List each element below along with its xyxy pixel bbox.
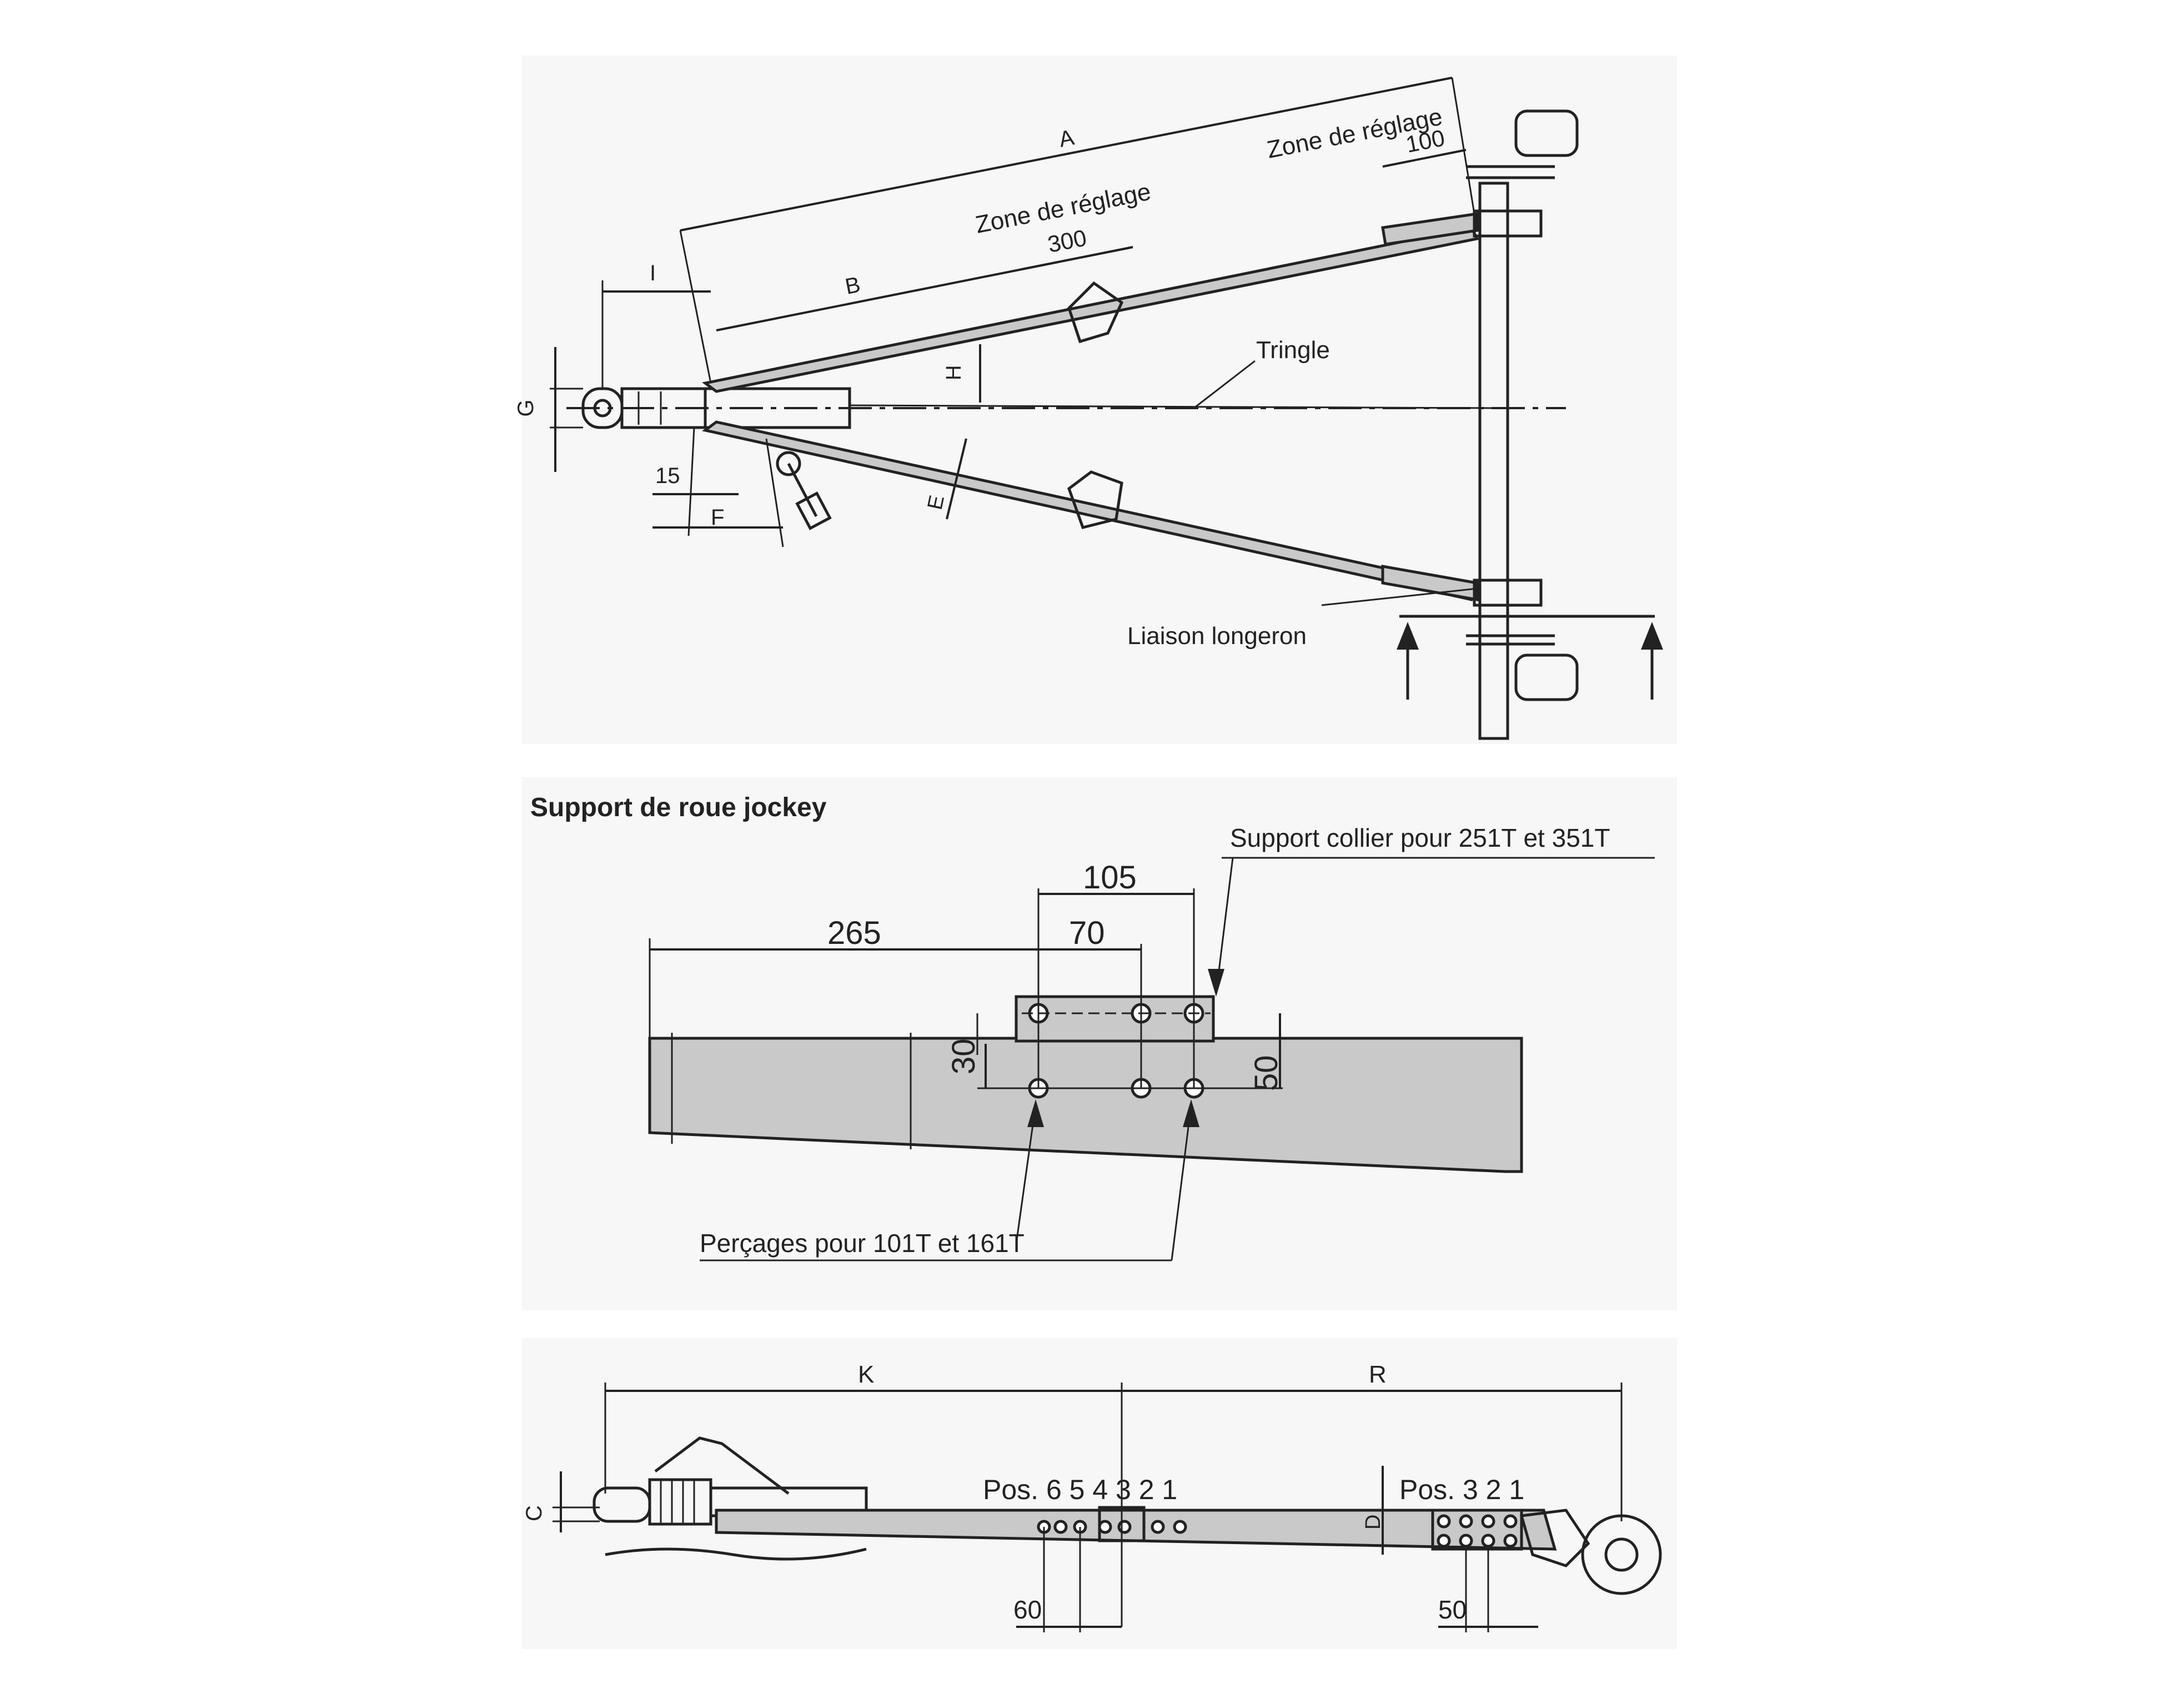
top-view: A B Zone de réglage 300 Zone de réglage … (514, 77, 1663, 740)
axle-bracket-lower (1473, 579, 1543, 607)
upper-connector-plate (1381, 212, 1479, 246)
coupling-assembly (593, 1436, 868, 1561)
label-f: F (711, 505, 724, 530)
wheel-hub-lower (1466, 634, 1579, 701)
pos-rear-label: Pos. 3 2 1 (1399, 1474, 1524, 1505)
label-k: K (858, 1361, 874, 1388)
label-i: I (650, 261, 656, 285)
label-c: C (522, 1505, 546, 1521)
percages-label: Perçages pour 101T et 161T (700, 1229, 1025, 1258)
jockey-support: Support de roue jockey 105 265 70 30 (530, 793, 1655, 1261)
label-30: 30 (946, 1038, 982, 1074)
label-70: 70 (1069, 915, 1105, 951)
dim-line-e (946, 438, 967, 520)
pos-front-label: Pos. 6 5 4 3 2 1 (983, 1474, 1177, 1505)
side-view: K R C D Pos. 6 5 4 3 2 1 Pos. 3 2 1 60 5… (522, 1361, 1662, 1632)
rear-hole-block (1431, 1509, 1523, 1551)
label-g: G (514, 399, 538, 416)
side-drawbar (715, 1509, 1557, 1551)
label-h: H (942, 365, 966, 380)
label-d: D (1362, 1515, 1385, 1530)
collier-plate (1015, 995, 1215, 1043)
label-50: 50 (1248, 1055, 1284, 1091)
label-r: R (1369, 1361, 1387, 1388)
label-50-side: 50 (1438, 1595, 1467, 1624)
tringle-label: Tringle (1256, 336, 1330, 364)
wheel-hub-upper (1466, 109, 1579, 179)
beam-clamp-upper (1067, 281, 1124, 344)
upper-drawbar (702, 226, 1479, 393)
arrow-up-icon (1641, 622, 1663, 700)
top-view-panel (522, 56, 1677, 744)
dim-line-100 (1382, 149, 1467, 168)
label-265: 265 (827, 915, 881, 951)
jockey-title: Support de roue jockey (530, 793, 827, 822)
label-105: 105 (1083, 859, 1137, 896)
handbrake-lever (776, 451, 832, 530)
jockey-beam (648, 1037, 1523, 1173)
spreader-rod (849, 404, 1494, 409)
dim-line-a (680, 77, 1453, 232)
liaison-leader (1321, 587, 1478, 606)
collier-label: Support collier pour 251T et 351T (1230, 823, 1610, 852)
tringle-leader (1193, 360, 1256, 409)
liaison-label: Liaison longeron (1127, 622, 1307, 650)
dim-line-300 (1021, 246, 1133, 270)
label-60: 60 (1013, 1595, 1042, 1624)
arrow-up-icon (1397, 622, 1419, 700)
label-15: 15 (655, 464, 680, 488)
beam-clamp-lower (1067, 470, 1123, 529)
axle (1478, 182, 1509, 740)
axle-bracket-upper (1473, 209, 1543, 238)
